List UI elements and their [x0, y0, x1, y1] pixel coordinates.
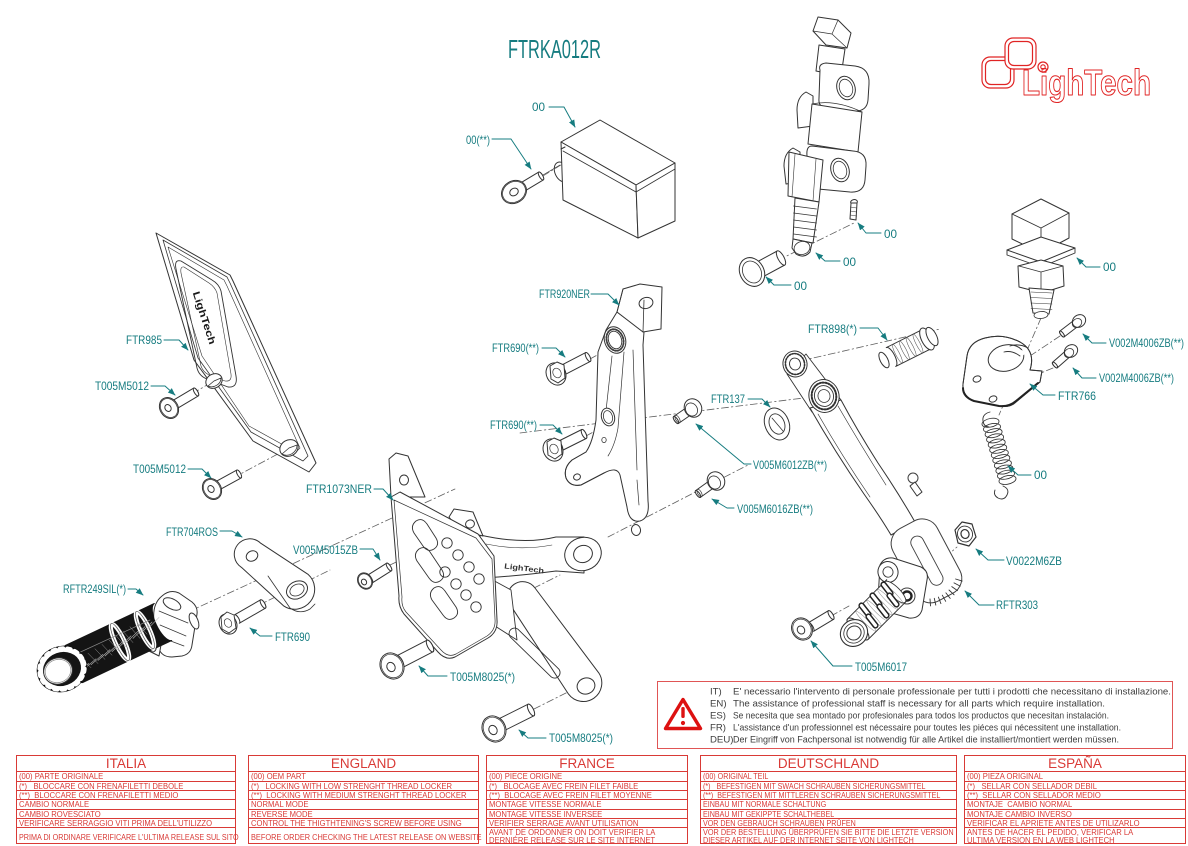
svg-text:T005M8025(*): T005M8025(*): [450, 670, 515, 684]
svg-text:00: 00: [532, 100, 545, 114]
svg-text:FTR898(*): FTR898(*): [808, 322, 857, 336]
svg-text:RFTR249SIL(*): RFTR249SIL(*): [63, 582, 126, 596]
svg-text:ES): ES): [710, 710, 726, 721]
svg-text:FTR690: FTR690: [275, 630, 310, 644]
svg-text:V005M6016ZB(**): V005M6016ZB(**): [737, 502, 813, 516]
svg-text:FR): FR): [710, 723, 726, 734]
svg-text:FTR1073NER: FTR1073NER: [306, 482, 372, 496]
svg-text:FTR690(**): FTR690(**): [490, 418, 537, 432]
svg-text:00: 00: [794, 279, 807, 293]
svg-text:V005M5015ZB: V005M5015ZB: [293, 543, 358, 557]
svg-text:00(**): 00(**): [466, 133, 490, 147]
svg-text:00: 00: [1034, 468, 1047, 482]
svg-text:FTR766: FTR766: [1058, 389, 1096, 403]
svg-text:L'assistance d'un professionne: L'assistance d'un professionnel est néce…: [733, 723, 1121, 734]
svg-text:T005M6017: T005M6017: [855, 660, 907, 674]
svg-text:00: 00: [884, 227, 897, 241]
svg-text:FTR690(**): FTR690(**): [492, 341, 539, 355]
svg-text:FTR704ROS: FTR704ROS: [166, 525, 218, 539]
svg-text:00: 00: [1103, 260, 1116, 274]
svg-text:IT): IT): [710, 686, 722, 697]
svg-text:V0022M6ZB: V0022M6ZB: [1006, 554, 1062, 568]
svg-text:Se necesita que sea montado po: Se necesita que sea montado por profesio…: [733, 710, 1109, 721]
svg-text:EN): EN): [710, 698, 727, 709]
svg-text:FTR920NER: FTR920NER: [539, 287, 590, 301]
svg-text:T005M5012: T005M5012: [95, 379, 149, 393]
svg-text:LighTech: LighTech: [1022, 62, 1151, 103]
svg-text:00: 00: [843, 255, 856, 269]
svg-text:V002M4006ZB(**): V002M4006ZB(**): [1109, 336, 1184, 350]
svg-text:Der Eingriff von Fachpersonal: Der Eingriff von Fachpersonal ist notwen…: [733, 735, 1119, 746]
svg-text:DEU): DEU): [710, 735, 733, 746]
svg-text:RFTR303: RFTR303: [996, 598, 1038, 612]
svg-text:The assistance of professional: The assistance of professional staff is …: [733, 698, 1105, 709]
svg-text:T005M8025(*): T005M8025(*): [549, 731, 613, 745]
svg-text:E' necessario l'intervento di: E' necessario l'intervento di personale …: [733, 686, 1171, 697]
svg-text:FTR137: FTR137: [711, 392, 745, 406]
svg-text:FTR985: FTR985: [126, 333, 162, 347]
svg-text:T005M5012: T005M5012: [133, 462, 186, 476]
svg-text:V005M6012ZB(**): V005M6012ZB(**): [753, 458, 827, 472]
svg-text:V002M4006ZB(**): V002M4006ZB(**): [1099, 371, 1174, 385]
svg-text:FTRKA012R: FTRKA012R: [508, 34, 601, 64]
